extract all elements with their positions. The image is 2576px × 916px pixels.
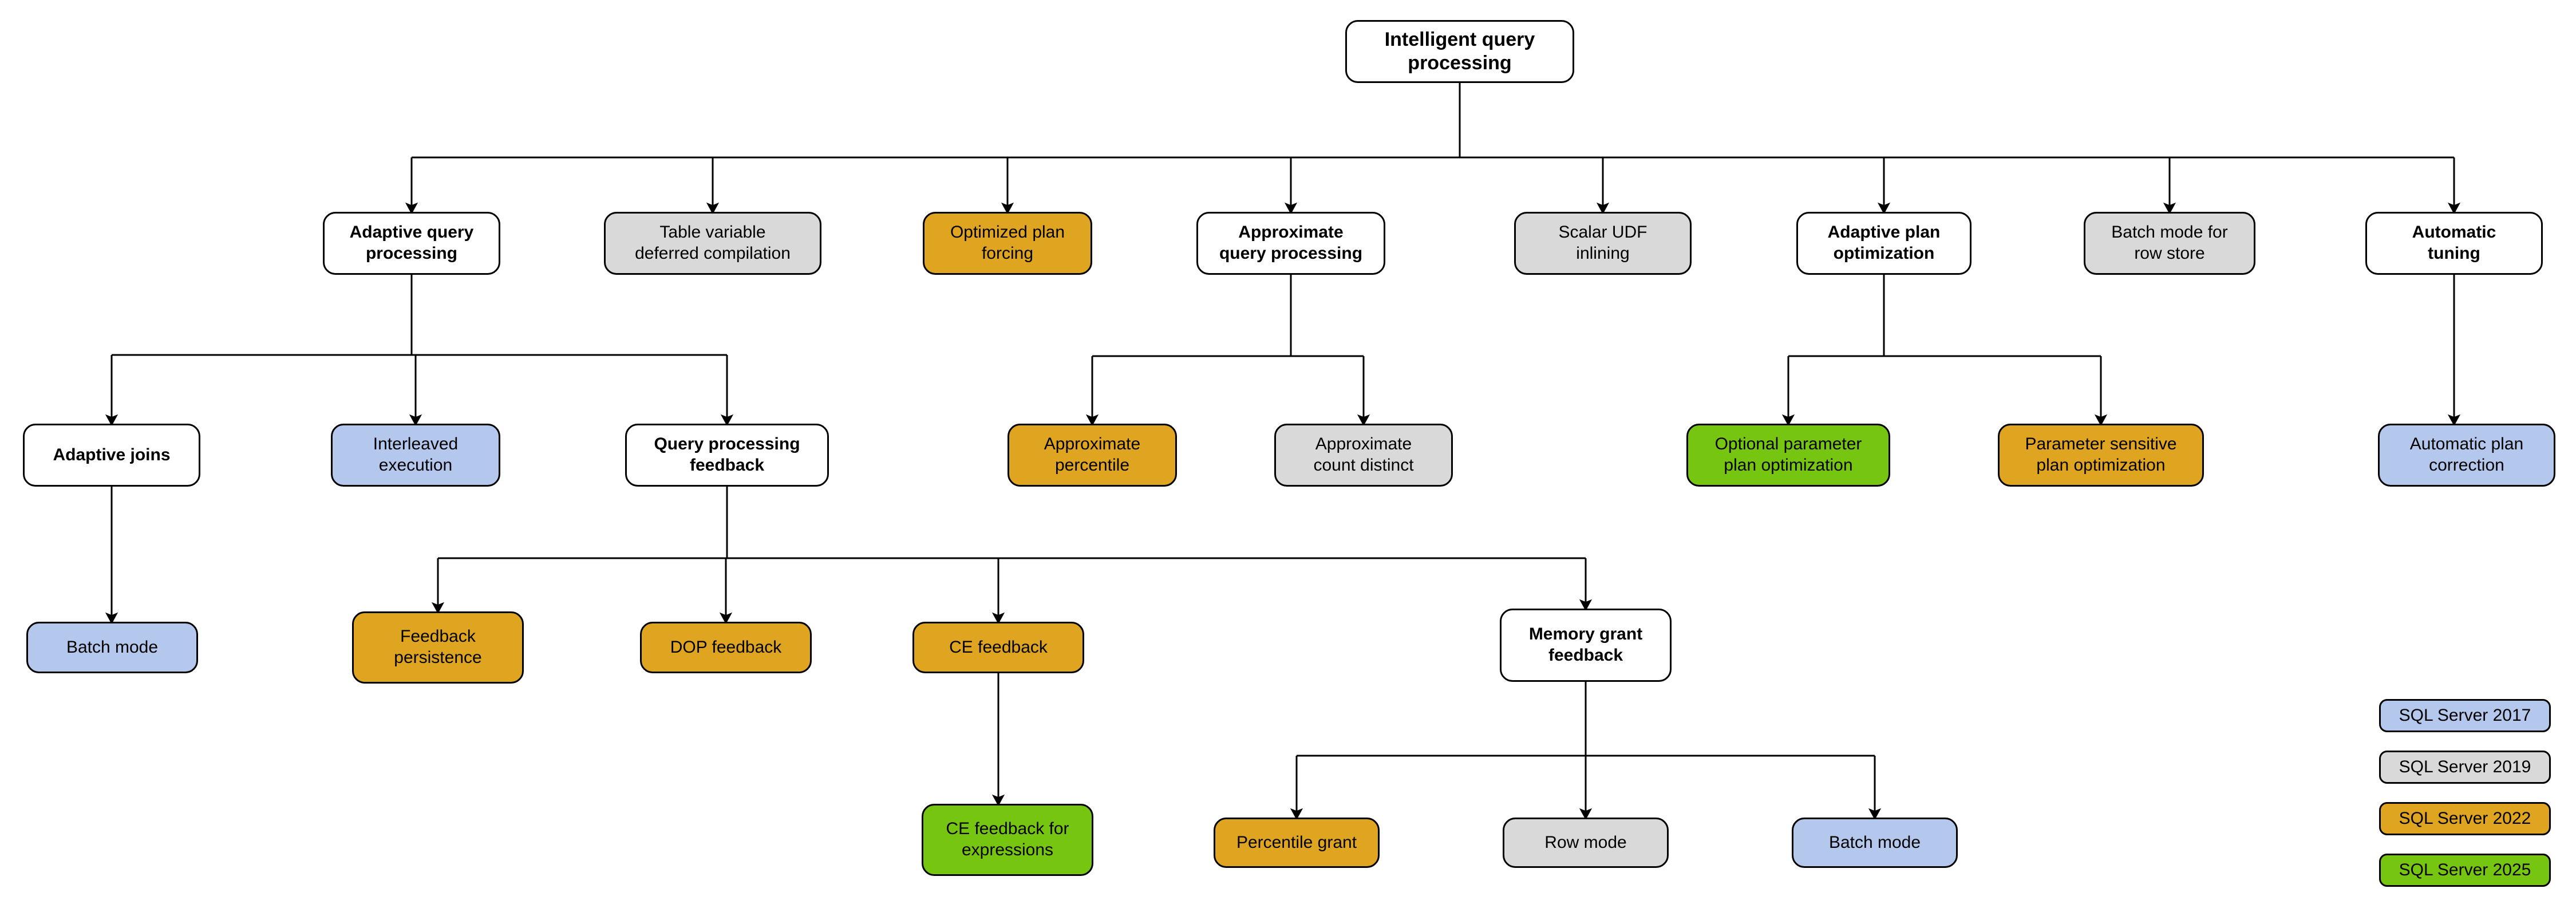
node-percentile-grant[interactable]: Percentile grant: [1214, 818, 1380, 868]
node-query-processing-feedback[interactable]: Query processing feedback: [625, 424, 829, 487]
node-interleaved-execution[interactable]: Interleaved execution: [331, 424, 500, 487]
node-label: Scalar UDF inlining: [1558, 223, 1647, 263]
node-label: Batch mode: [66, 637, 159, 657]
node-label: Approximate percentile: [1044, 435, 1141, 475]
node-label: Memory grant feedback: [1528, 625, 1643, 665]
node-label: CE feedback for expressions: [946, 819, 1069, 859]
node-label: Row mode: [1544, 832, 1627, 852]
legend-label: SQL Server 2019: [2399, 757, 2531, 776]
legend-sql-server-2017: SQL Server 2017: [2379, 699, 2551, 732]
node-label: Percentile grant: [1236, 832, 1357, 852]
node-label: CE feedback: [949, 637, 1048, 657]
node-ce-feedback-for-expressions[interactable]: CE feedback for expressions: [922, 804, 1093, 876]
node-batch-mode-for-row-store[interactable]: Batch mode for row store: [2084, 212, 2255, 275]
node-adaptive-joins[interactable]: Adaptive joins: [23, 424, 200, 487]
legend-sql-server-2025: SQL Server 2025: [2379, 854, 2551, 887]
node-ce-feedback[interactable]: CE feedback: [912, 622, 1084, 673]
node-label: Automatic tuning: [2412, 223, 2496, 263]
legend-sql-server-2019: SQL Server 2019: [2379, 751, 2551, 784]
node-feedback-persistence[interactable]: Feedback persistence: [352, 611, 524, 684]
node-scalar-udf-inlining[interactable]: Scalar UDF inlining: [1514, 212, 1692, 275]
node-label: DOP feedback: [670, 637, 782, 657]
node-approximate-query-processing[interactable]: Approximate query processing: [1196, 212, 1385, 275]
node-row-mode[interactable]: Row mode: [1503, 818, 1669, 868]
node-parameter-sensitive-plan-optimization[interactable]: Parameter sensitive plan optimization: [1998, 424, 2204, 487]
node-label: Interleaved execution: [373, 435, 459, 475]
node-label: Adaptive query processing: [349, 223, 474, 263]
node-label: Optimized plan forcing: [950, 223, 1065, 263]
legend-sql-server-2022: SQL Server 2022: [2379, 802, 2551, 835]
legend-label: SQL Server 2017: [2399, 706, 2531, 725]
node-label: Feedback persistence: [394, 627, 482, 667]
node-label: Approximate count distinct: [1313, 435, 1414, 475]
legend-label: SQL Server 2022: [2399, 809, 2531, 828]
node-label: Automatic plan correction: [2409, 435, 2524, 475]
node-label: Optional parameter plan optimization: [1714, 435, 1862, 475]
node-batch-mode-bottom[interactable]: Batch mode: [1792, 818, 1958, 868]
legend-label: SQL Server 2025: [2399, 860, 2531, 879]
node-label: Table variable deferred compilation: [635, 223, 791, 263]
node-adaptive-plan-optimization[interactable]: Adaptive plan optimization: [1796, 212, 1971, 275]
node-label: Batch mode for row store: [2111, 223, 2228, 263]
node-batch-mode-left[interactable]: Batch mode: [26, 622, 198, 673]
node-optional-parameter-plan-optimization[interactable]: Optional parameter plan optimization: [1686, 424, 1890, 487]
node-approximate-percentile[interactable]: Approximate percentile: [1008, 424, 1177, 487]
node-label: Approximate query processing: [1219, 223, 1363, 263]
node-automatic-plan-correction[interactable]: Automatic plan correction: [2378, 424, 2555, 487]
node-label: Query processing feedback: [654, 435, 800, 475]
node-approximate-count-distinct[interactable]: Approximate count distinct: [1274, 424, 1453, 487]
node-table-variable-deferred-compilation[interactable]: Table variable deferred compilation: [604, 212, 821, 275]
node-dop-feedback[interactable]: DOP feedback: [640, 622, 812, 673]
node-label: Adaptive plan optimization: [1827, 223, 1941, 263]
node-label: Adaptive joins: [53, 445, 171, 464]
node-label: Intelligent query processing: [1384, 28, 1535, 74]
node-optimized-plan-forcing[interactable]: Optimized plan forcing: [923, 212, 1092, 275]
node-label: Batch mode: [1828, 832, 1921, 852]
node-automatic-tuning[interactable]: Automatic tuning: [2365, 212, 2543, 275]
node-label: Parameter sensitive plan optimization: [2025, 435, 2177, 475]
node-adaptive-query-processing[interactable]: Adaptive query processing: [323, 212, 500, 275]
node-root[interactable]: Intelligent query processing: [1345, 20, 1574, 83]
node-memory-grant-feedback[interactable]: Memory grant feedback: [1500, 609, 1672, 682]
